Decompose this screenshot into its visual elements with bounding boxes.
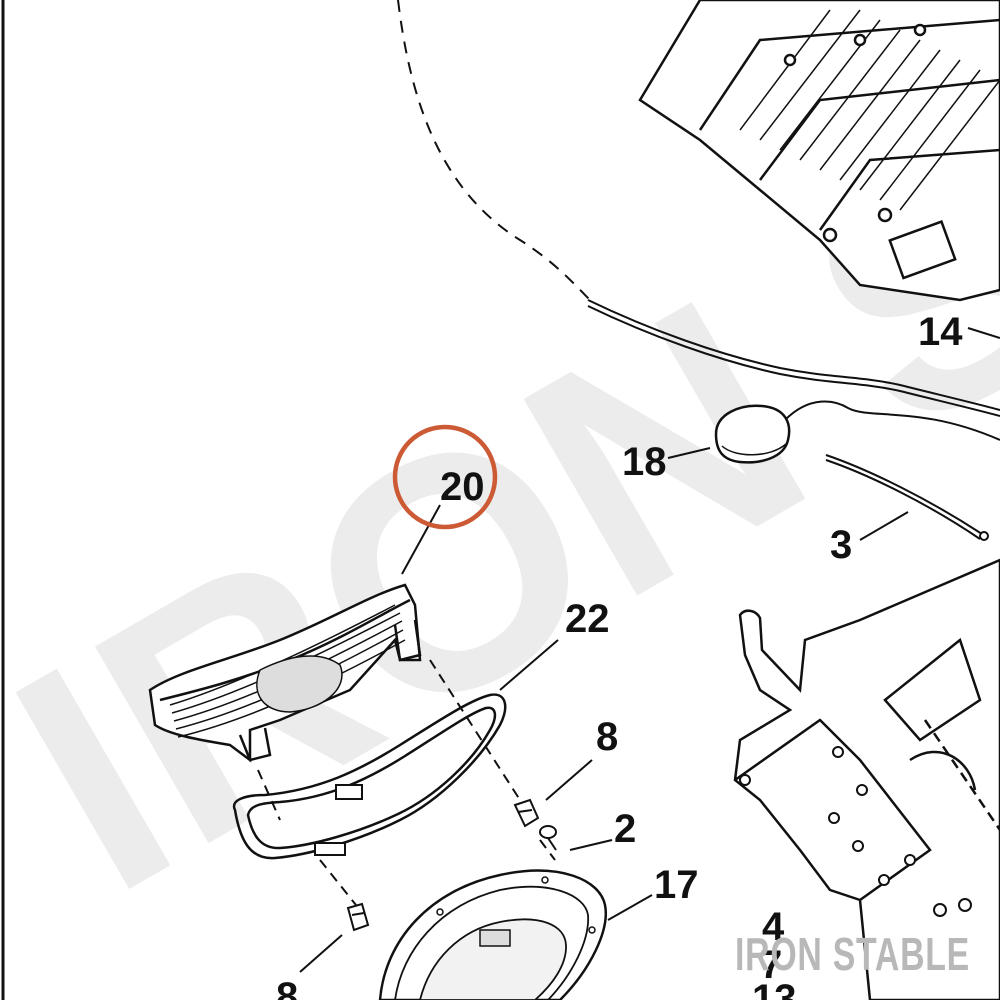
cable-tie — [825, 454, 989, 541]
grille-bezel — [232, 693, 507, 860]
callout-14: 14 — [918, 310, 963, 354]
speaker-grille — [148, 583, 422, 763]
leader-lines — [299, 327, 1000, 973]
callout-20: 20 — [440, 465, 485, 509]
clip-part-8-lower — [346, 902, 370, 932]
speaker — [378, 869, 608, 1000]
callout-18: 18 — [622, 440, 667, 484]
highlight-circle-20 — [392, 424, 498, 530]
clip-part-8-upper — [513, 798, 540, 828]
callout-17: 17 — [654, 863, 699, 907]
callout-3: 3 — [830, 523, 852, 567]
screw-part-2 — [539, 825, 557, 851]
dashed-cable-route — [397, 0, 591, 301]
antenna-cable — [587, 299, 1000, 441]
watermark-corner: IRON STABLE — [735, 928, 970, 980]
callout-4: 4 — [762, 905, 785, 949]
callout-13: 13 — [752, 977, 797, 1000]
callout-7: 7 — [760, 943, 782, 987]
callout-22: 22 — [565, 597, 610, 641]
callout-2: 2 — [614, 807, 636, 851]
assembly-lines — [257, 659, 556, 906]
callout-8-upper: 8 — [596, 715, 618, 759]
callout-8-lower: 8 — [276, 975, 298, 1000]
gps-antenna — [714, 404, 791, 464]
amplifier-module — [638, 0, 1000, 302]
mounting-bracket — [733, 558, 1000, 1000]
